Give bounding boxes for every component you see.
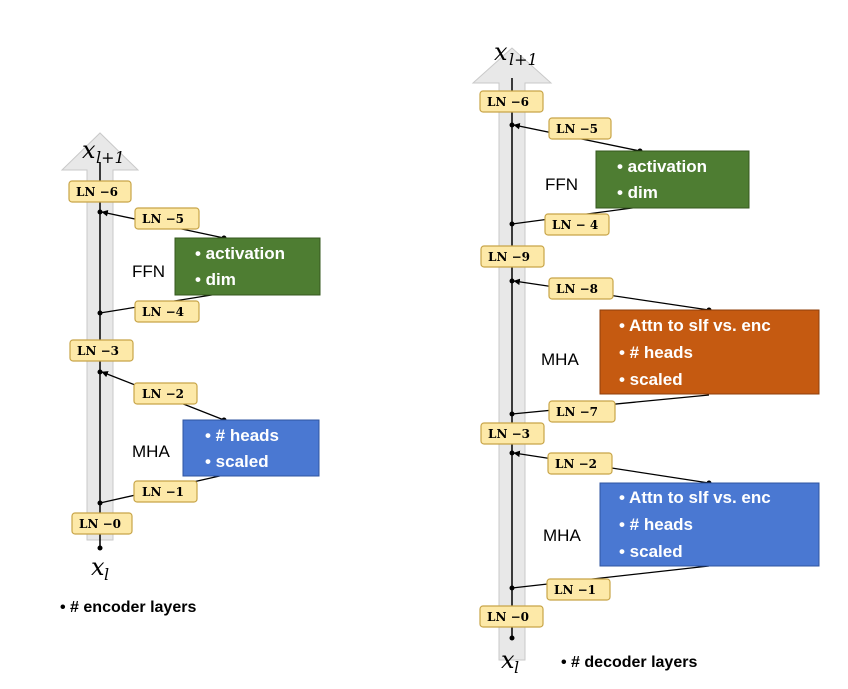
encoder-footer-note: • # encoder layers [60, 599, 196, 616]
decoder-ln-3: LN −3 [480, 422, 545, 445]
svg-text:LN −0: LN −0 [79, 517, 121, 531]
decoder-input-sub: l [514, 658, 519, 677]
svg-text:LN −6: LN −6 [76, 185, 118, 199]
decoder-ffn-item: • activation [617, 157, 707, 176]
decoder-ln-5: LN −5 [548, 117, 612, 140]
encoder-mha-item: • scaled [205, 452, 269, 471]
decoder-mha2-item: • scaled [619, 370, 683, 389]
svg-text:LN −6: LN −6 [487, 95, 529, 109]
decoder-ln-2: LN −2 [547, 452, 613, 475]
encoder-ln-6: LN −6 [68, 180, 132, 203]
decoder-ln-6: LN −6 [479, 90, 544, 113]
svg-text:LN −0: LN −0 [487, 610, 529, 624]
svg-text:LN −8: LN −8 [556, 282, 598, 296]
decoder-mha2-item: • Attn to slf vs. enc [619, 316, 771, 335]
decoder-ffn-label: FFN [545, 175, 578, 194]
encoder-output-label: x [82, 136, 96, 164]
encoder-ffn-item: • dim [195, 270, 236, 289]
svg-text:LN −1: LN −1 [554, 583, 596, 597]
encoder-output-sub: l+1 [96, 148, 125, 167]
decoder-ln-8: LN −8 [548, 277, 614, 300]
encoder-ln-2: LN −2 [133, 382, 198, 405]
decoder-diagram: • Attn to slf vs. enc • # heads • scaled… [471, 38, 820, 677]
svg-text:LN −5: LN −5 [142, 212, 184, 226]
svg-text:LN −9: LN −9 [488, 250, 530, 264]
decoder-ffn-item: • dim [617, 183, 658, 202]
svg-text:LN −7: LN −7 [556, 405, 598, 419]
decoder-mha1-label: MHA [543, 526, 581, 545]
encoder-mha-item: • # heads [205, 426, 279, 445]
svg-text:LN −2: LN −2 [142, 387, 184, 401]
svg-text:LN −4: LN −4 [142, 305, 184, 319]
encoder-input-sub: l [104, 565, 109, 584]
encoder-ln-5: LN −5 [134, 207, 200, 230]
decoder-ln-4: LN − 4 [544, 213, 610, 236]
svg-text:LN −3: LN −3 [77, 344, 119, 358]
encoder-input-label: x [91, 553, 105, 581]
encoder-mha-label: MHA [132, 442, 170, 461]
encoder-ffn-label: FFN [132, 262, 165, 281]
svg-text:LN −2: LN −2 [555, 457, 597, 471]
decoder-mha-box-1 [599, 482, 820, 567]
encoder-ln-1: LN −1 [133, 480, 198, 503]
encoder-ln-4: LN −4 [134, 300, 200, 323]
svg-text:LN − 4: LN − 4 [552, 218, 598, 232]
decoder-mha1-item: • # heads [619, 515, 693, 534]
encoder-ln-3: LN −3 [69, 339, 134, 362]
decoder-ln-9: LN −9 [480, 245, 545, 268]
encoder-mha-box [182, 419, 320, 477]
encoder-ln-0: LN −0 [71, 512, 133, 535]
decoder-mha-box-2 [599, 309, 820, 395]
encoder-diagram: • # heads • scaled MHA • activation • di… [60, 132, 321, 616]
decoder-ffn-box [595, 150, 750, 209]
encoder-input-dot [97, 545, 103, 551]
decoder-mha2-label: MHA [541, 350, 579, 369]
decoder-input-label: x [501, 646, 515, 674]
svg-text:LN −5: LN −5 [556, 122, 598, 136]
encoder-ffn-box [174, 237, 321, 296]
decoder-mha2-item: • # heads [619, 343, 693, 362]
svg-text:LN −1: LN −1 [142, 485, 184, 499]
decoder-footer-note: • # decoder layers [561, 654, 697, 671]
decoder-ln-7: LN −7 [548, 400, 616, 423]
decoder-mha1-item: • scaled [619, 542, 683, 561]
decoder-ln-0: LN −0 [479, 605, 544, 628]
decoder-ln-1: LN −1 [546, 578, 611, 601]
encoder-ffn-item: • activation [195, 244, 285, 263]
decoder-output-sub: l+1 [509, 50, 538, 69]
svg-text:LN −3: LN −3 [488, 427, 530, 441]
decoder-mha1-item: • Attn to slf vs. enc [619, 488, 771, 507]
decoder-output-label: x [494, 38, 508, 66]
